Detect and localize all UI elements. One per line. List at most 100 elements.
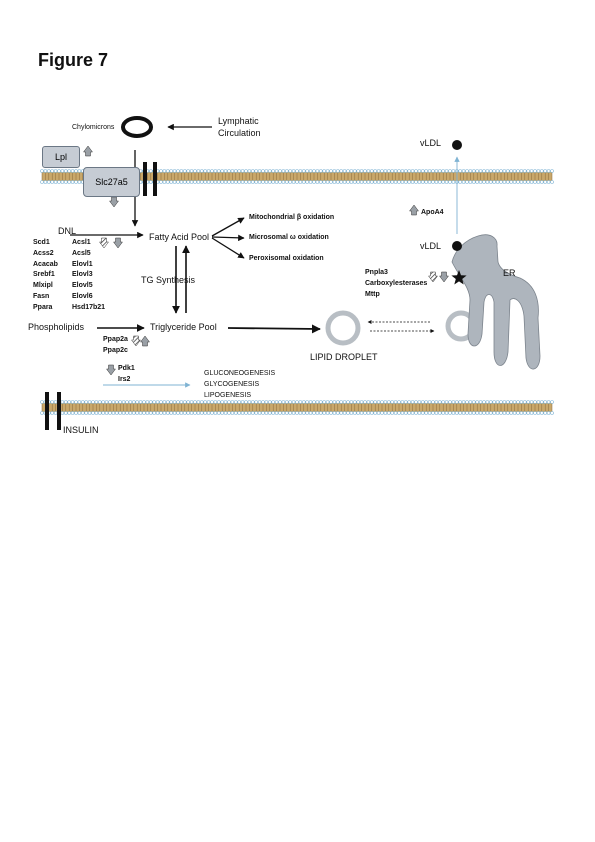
lipid-head bbox=[495, 411, 500, 415]
lipid-head bbox=[247, 180, 252, 184]
lipid-head bbox=[50, 169, 55, 173]
lipid-head bbox=[305, 180, 310, 184]
lipid-head bbox=[526, 180, 531, 184]
lipid-head bbox=[522, 411, 527, 415]
phospholipids-label: Phospholipids bbox=[28, 322, 85, 332]
lipid-head bbox=[536, 180, 541, 184]
lipid-head bbox=[322, 180, 327, 184]
lipid-head bbox=[284, 411, 289, 415]
lipid-head bbox=[308, 169, 313, 173]
lipid-head bbox=[135, 411, 139, 415]
lipid-head bbox=[152, 411, 156, 415]
lipid-head bbox=[437, 180, 442, 184]
lipid-head bbox=[312, 180, 316, 184]
lipid-head bbox=[478, 411, 483, 415]
lipid-head bbox=[488, 400, 493, 404]
lipid-head bbox=[386, 180, 391, 184]
lipid-head bbox=[301, 169, 306, 173]
lipid-head bbox=[529, 411, 534, 415]
lipid-head bbox=[342, 180, 347, 184]
endoplasmic-reticulum bbox=[451, 140, 541, 370]
lipid-head bbox=[318, 180, 323, 184]
gene-label: Fasn bbox=[33, 292, 50, 300]
gene-label: Irs2 bbox=[118, 375, 131, 383]
lipid-head bbox=[397, 400, 401, 404]
lipid-head bbox=[172, 180, 177, 184]
lipid-head bbox=[420, 411, 425, 415]
lipid-head bbox=[407, 169, 412, 173]
lipid-head bbox=[475, 169, 480, 173]
lipid-head bbox=[475, 411, 480, 415]
lipid-head bbox=[128, 411, 133, 415]
lipid-head bbox=[325, 400, 330, 404]
lipid-head bbox=[267, 400, 272, 404]
lipid-head bbox=[166, 169, 170, 173]
lipid-head bbox=[138, 400, 143, 404]
lipid-head bbox=[339, 180, 344, 184]
lipid-head bbox=[475, 180, 480, 184]
lipid-head bbox=[546, 400, 551, 404]
up-arrow-icon bbox=[140, 335, 150, 347]
lipid-head bbox=[366, 411, 371, 415]
lipid-head bbox=[227, 169, 231, 173]
lipid-head bbox=[478, 169, 483, 173]
lipid-head bbox=[339, 400, 344, 404]
lymphatic-label: Lymphatic bbox=[218, 116, 259, 126]
lipid-head bbox=[264, 180, 269, 184]
lipid-head bbox=[240, 400, 245, 404]
lipid-head bbox=[342, 169, 347, 173]
lipid-head bbox=[366, 169, 371, 173]
lipid-head bbox=[516, 169, 520, 173]
lipid-head bbox=[451, 169, 456, 173]
lipid-head bbox=[81, 400, 85, 404]
lipid-head bbox=[390, 411, 395, 415]
lipid-head bbox=[196, 180, 201, 184]
lipid-head bbox=[380, 400, 384, 404]
lipid-head bbox=[189, 180, 194, 184]
lipid-head bbox=[155, 411, 160, 415]
lipid-head bbox=[200, 411, 204, 415]
lipid-head bbox=[284, 169, 289, 173]
lipid-head bbox=[519, 411, 524, 415]
lipid-head bbox=[196, 411, 201, 415]
lipid-head bbox=[359, 411, 364, 415]
lipid-head bbox=[434, 169, 439, 173]
lipid-head bbox=[376, 169, 381, 173]
lipid-head bbox=[125, 400, 129, 404]
lipid-head bbox=[458, 180, 463, 184]
lipid-head bbox=[335, 400, 340, 404]
lipid-head bbox=[291, 169, 296, 173]
lipid-head bbox=[363, 180, 367, 184]
lipid-head bbox=[417, 180, 422, 184]
lipid-head bbox=[247, 411, 252, 415]
lipid-head bbox=[305, 169, 310, 173]
er-label: ER bbox=[503, 268, 516, 278]
lipid-head bbox=[74, 180, 78, 184]
lipid-head bbox=[516, 411, 520, 415]
lipid-head bbox=[57, 169, 61, 173]
lipid-head bbox=[206, 400, 211, 404]
lipid-head bbox=[380, 411, 384, 415]
lipid-head bbox=[488, 169, 493, 173]
lipid-head bbox=[176, 400, 180, 404]
lipid-head bbox=[149, 169, 153, 173]
lipid-head bbox=[87, 411, 92, 415]
vldl-secreted-label: vLDL bbox=[420, 138, 442, 148]
lipid-head bbox=[244, 400, 248, 404]
lipid-head bbox=[169, 169, 173, 173]
lipid-head bbox=[461, 411, 466, 415]
lipid-head bbox=[526, 411, 531, 415]
to-mitochondrial-arrow bbox=[211, 217, 245, 237]
lipid-head bbox=[200, 169, 204, 173]
lipid-head bbox=[186, 180, 190, 184]
lipid-head bbox=[427, 400, 432, 404]
lipid-head bbox=[67, 411, 71, 415]
lipid-head bbox=[159, 180, 163, 184]
lipid-head bbox=[359, 169, 364, 173]
lipid-head bbox=[115, 411, 119, 415]
lipid-head bbox=[254, 400, 259, 404]
lipid-head bbox=[91, 411, 95, 415]
lipid-head bbox=[67, 180, 71, 184]
lipid-head bbox=[172, 400, 177, 404]
lipid-head bbox=[533, 400, 537, 404]
